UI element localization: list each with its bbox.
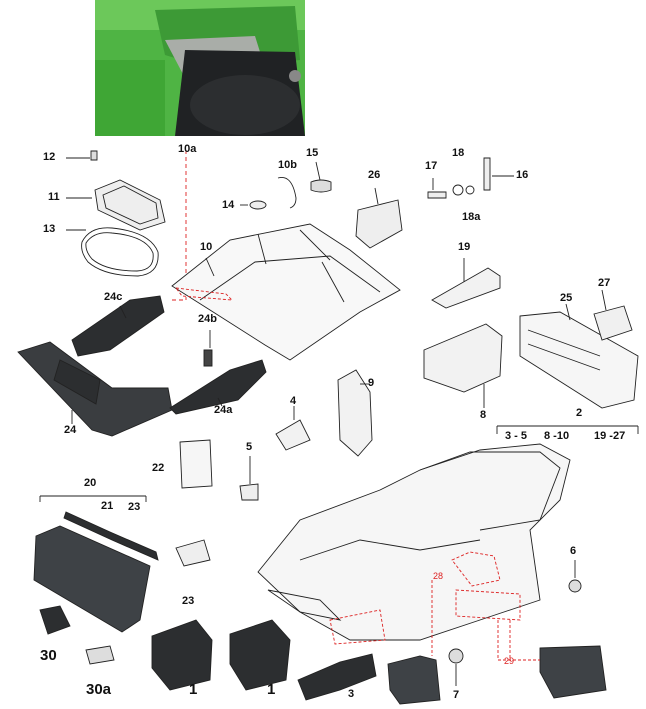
label-part-10b: 10b bbox=[278, 159, 297, 171]
label-part-25: 25 bbox=[560, 292, 573, 304]
label-part-29: 29 bbox=[504, 656, 515, 666]
label-part-23-top: 23 bbox=[128, 501, 141, 513]
label-part-23: 23 bbox=[182, 595, 195, 607]
label-part-30: 30 bbox=[40, 647, 57, 664]
label-part-24: 24 bbox=[64, 424, 77, 436]
label-part-19: 19 bbox=[458, 241, 471, 253]
label-part-18: 18 bbox=[452, 147, 465, 159]
label-range-19-27: 19 -27 bbox=[594, 430, 626, 442]
label-part-28: 28 bbox=[433, 571, 444, 581]
label-part-21: 21 bbox=[101, 500, 114, 512]
label-part-17: 17 bbox=[425, 160, 438, 172]
label-part-1-left: 1 bbox=[189, 681, 198, 698]
label-part-4: 4 bbox=[290, 395, 297, 407]
label-part-27: 27 bbox=[598, 277, 611, 289]
label-part-14: 14 bbox=[222, 199, 235, 211]
label-part-9: 9 bbox=[368, 377, 375, 389]
label-part-1-right: 1 bbox=[267, 681, 276, 698]
label-part-26: 26 bbox=[368, 169, 381, 181]
label-part-18a: 18a bbox=[462, 211, 481, 223]
label-part-5: 5 bbox=[246, 441, 253, 453]
label-part-13: 13 bbox=[43, 223, 56, 235]
label-part-30a: 30a bbox=[86, 681, 112, 698]
label-part-24c: 24c bbox=[104, 291, 123, 303]
label-part-20: 20 bbox=[84, 477, 97, 489]
label-range-3-5: 3 - 5 bbox=[505, 430, 528, 442]
label-part-24b: 24b bbox=[198, 313, 217, 325]
label-part-10: 10 bbox=[200, 241, 213, 253]
label-part-12: 12 bbox=[43, 151, 56, 163]
photo-drawing bbox=[95, 0, 305, 136]
label-part-7: 7 bbox=[453, 689, 460, 701]
label-part-3: 3 bbox=[348, 688, 355, 700]
photo-inset bbox=[95, 0, 305, 136]
label-part-8: 8 bbox=[480, 409, 487, 421]
label-part-11: 11 bbox=[48, 191, 60, 203]
label-part-24a: 24a bbox=[214, 404, 233, 416]
label-part-10a: 10a bbox=[178, 143, 197, 155]
label-part-16: 16 bbox=[516, 169, 529, 181]
label-range-8-10: 8 -10 bbox=[544, 430, 570, 442]
label-part-22: 22 bbox=[152, 462, 165, 474]
label-part-6: 6 bbox=[570, 545, 577, 557]
label-part-15: 15 bbox=[306, 147, 319, 159]
label-part-2: 2 bbox=[576, 407, 583, 419]
